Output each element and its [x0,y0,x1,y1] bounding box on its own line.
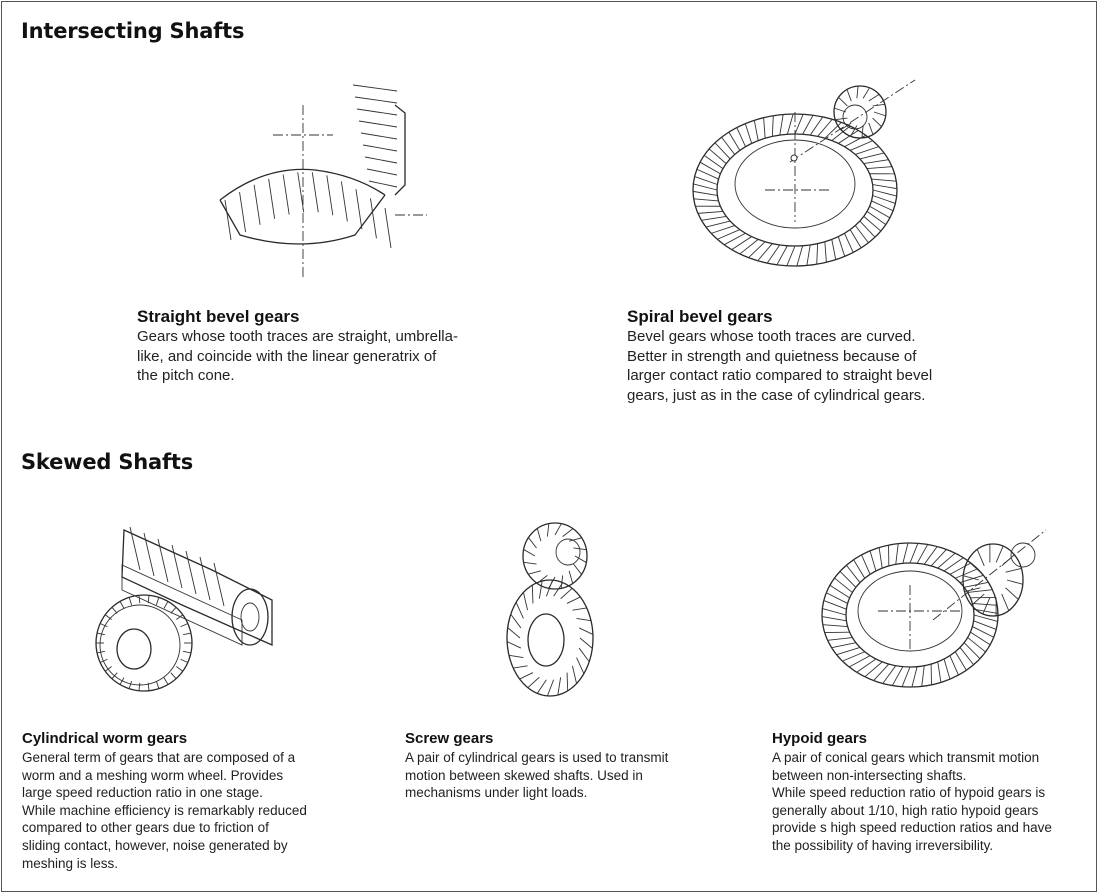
screw-gear-illustration [500,518,605,703]
straight-bevel-line-1: Gears whose tooth traces are straight, u… [137,328,458,345]
worm-title: Cylindrical worm gears [22,730,188,747]
hypoid-line-4: generally about 1/10, high ratio hypoid … [772,802,1039,818]
screw-line-3: mechanisms under light loads. [405,785,588,801]
hypoid-description: A pair of conical gears which transmit m… [772,749,1052,855]
straight-bevel-line-2: like, and coincide with the linear gener… [137,347,437,365]
spiral-bevel-line-4: gears, just as in the case of cylindrica… [627,386,926,404]
straight-bevel-line-3: the pitch cone. [137,367,235,384]
screw-title: Screw gears [405,730,494,747]
worm-line-2: worm and a meshing worm wheel. Provides [22,767,284,783]
hypoid-line-3: While speed reduction ratio of hypoid ge… [772,785,1046,801]
spiral-bevel-description: Bevel gears whose tooth traces are curve… [627,327,932,405]
worm-description: General term of gears that are composed … [22,749,307,872]
worm-line-1: General term of gears that are composed … [22,750,296,765]
hypoid-line-1: A pair of conical gears which transmit m… [772,750,1040,765]
spiral-bevel-gear-illustration [690,72,930,277]
worm-gear-illustration [92,515,282,710]
hypoid-title: Hypoid gears [772,730,868,747]
screw-line-2: motion between skewed shafts. Used in [405,767,643,783]
worm-line-7: meshing is less. [22,855,119,871]
straight-bevel-gear-illustration [205,75,435,285]
hypoid-line-5: provide s high speed reduction ratios an… [772,820,1052,836]
straight-bevel-title: Straight bevel gears [137,307,300,326]
worm-line-5: compared to other gears due to friction … [22,820,269,836]
screw-line-1: A pair of cylindrical gears is used to t… [405,750,669,765]
hypoid-line-2: between non-intersecting shafts. [772,767,967,783]
worm-line-6: sliding contact, however, noise generate… [22,837,288,853]
straight-bevel-description: Gears whose tooth traces are straight, u… [137,327,458,386]
spiral-bevel-title: Spiral bevel gears [627,307,773,326]
spiral-bevel-line-3: larger contact ratio compared to straigh… [627,367,933,384]
hypoid-line-6: the possibility of having irreversibilit… [772,837,994,853]
hypoid-gear-illustration [818,525,1053,695]
section-title-intersecting: Intersecting Shafts [21,19,245,43]
spiral-bevel-line-1: Bevel gears whose tooth traces are curve… [627,328,916,345]
screw-description: A pair of cylindrical gears is used to t… [405,749,668,802]
spiral-bevel-line-2: Better in strength and quietness because… [627,347,917,365]
worm-line-4: While machine efficiency is remarkably r… [22,802,307,818]
worm-line-3: large speed reduction ratio in one stage… [22,785,263,801]
section-title-skewed: Skewed Shafts [21,450,194,474]
